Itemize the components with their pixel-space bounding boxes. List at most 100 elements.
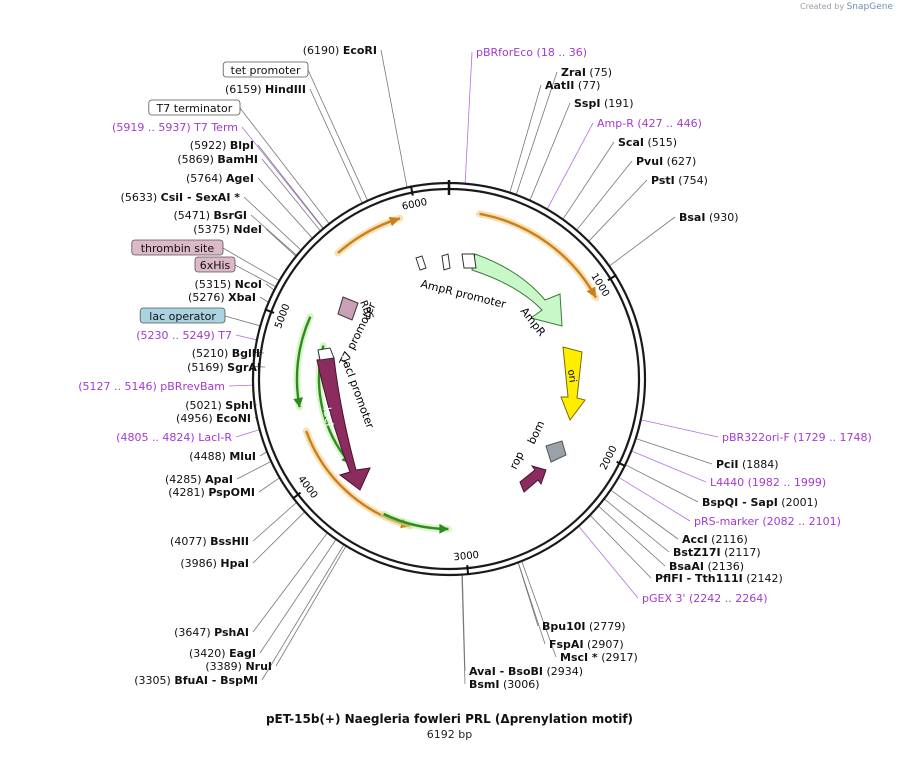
feature-box [139, 307, 226, 324]
site-zrai[interactable]: ZraI (75) [561, 66, 612, 79]
feature-label: (5127 .. 5146) pBRrevBam [78, 380, 225, 393]
green-arc-lower-glow [380, 510, 452, 533]
enzyme-label: ZraI (75) [561, 66, 612, 79]
site-thrombin-site[interactable]: thrombin site [131, 239, 224, 256]
site-hpai[interactable]: (3986) HpaI [180, 557, 249, 570]
site-pflfi-tth111i[interactable]: PflFI - Tth111I (2142) [655, 572, 783, 585]
small-promoter-arrow-2 [441, 253, 451, 271]
feature-label: (5919 .. 5937) T7 Term [112, 121, 238, 134]
site-pbrrevbam[interactable]: (5127 .. 5146) pBRrevBam [78, 380, 225, 393]
site-econi[interactable]: (4956) EcoNI [176, 412, 251, 425]
site-scai[interactable]: ScaI (515) [618, 136, 677, 149]
laci-promoter-arrow [317, 347, 335, 361]
site-lac-operator[interactable]: lac operator [139, 307, 226, 324]
site-bstz17i[interactable]: BstZ17I (2117) [673, 546, 761, 559]
site-fspai[interactable]: FspAI (2907) [549, 638, 624, 651]
site-mlui[interactable]: (4488) MluI [189, 450, 256, 463]
enzyme-label: (3647) PshAI [174, 626, 249, 639]
site-prs-marker[interactable]: pRS-marker (2082 .. 2101) [694, 515, 841, 528]
leader-line [515, 71, 558, 195]
enzyme-label: (5633) CsiI - SexAI * [121, 191, 241, 204]
site-hindiii[interactable]: (6159) HindIII [225, 83, 306, 96]
site-pcii[interactable]: PciI (1884) [716, 458, 779, 471]
site-tet-promoter[interactable]: tet promoter [222, 61, 309, 78]
site-pbr322ori-f[interactable]: pBR322ori-F (1729 .. 1748) [722, 431, 872, 444]
site-agei[interactable]: (5764) AgeI [186, 172, 254, 185]
site-pgex-3[interactable]: pGEX 3' (2242 .. 2264) [642, 592, 768, 605]
feature-box [194, 256, 236, 273]
tick-mark [264, 308, 275, 314]
enzyme-label: PstI (754) [651, 174, 708, 187]
site-psti[interactable]: PstI (754) [651, 174, 708, 187]
ori-feature [560, 346, 586, 422]
leader-line [258, 477, 280, 493]
site-avai-bsobi[interactable]: AvaI - BsoBI (2934) [469, 665, 583, 678]
site-bsmi[interactable]: BsmI (3006) [469, 678, 540, 691]
bom-label: bom [525, 419, 547, 447]
enzyme-label: FspAI (2907) [549, 638, 624, 651]
site-csii-sexai[interactable]: (5633) CsiI - SexAI * [121, 191, 241, 204]
site-bamhi[interactable]: (5869) BamHI [177, 153, 258, 166]
leader-line [521, 560, 557, 658]
site-laci-r[interactable]: (4805 .. 4824) LacI-R [116, 431, 232, 444]
site-sgrai[interactable]: (5169) SgrAI [187, 361, 261, 374]
site-l4440[interactable]: L4440 (1982 .. 1999) [710, 476, 826, 489]
site-bpu10i[interactable]: Bpu10I (2779) [542, 620, 626, 633]
leader-line [625, 464, 699, 503]
site-bsai[interactable]: BsaI (930) [679, 211, 739, 224]
site-bsshii[interactable]: (4077) BssHII [170, 535, 249, 548]
feature-label: pBR322ori-F (1729 .. 1748) [722, 431, 872, 444]
leader-line [275, 545, 347, 667]
leader-line [235, 334, 258, 341]
site-sphi[interactable]: (5021) SphI [185, 399, 253, 412]
site-nrui[interactable]: (3389) NruI [205, 660, 272, 673]
enzyme-label: (5922) BlpI [190, 139, 254, 152]
site-bsaai[interactable]: BsaAI (2136) [669, 560, 744, 573]
snapgene-watermark: Created by SnapGene [800, 2, 893, 12]
site-acci[interactable]: AccI (2116) [682, 533, 748, 546]
rbs-cluster [337, 296, 359, 321]
enzyme-label: (4281) PspOMI [168, 486, 255, 499]
site-ndei[interactable]: (5375) NdeI [193, 223, 262, 236]
leader-line [546, 122, 594, 210]
site-pvui[interactable]: PvuI (627) [636, 155, 696, 168]
leader-line [224, 315, 261, 327]
site-pspomi[interactable]: (4281) PspOMI [168, 486, 255, 499]
leader-line [635, 438, 713, 465]
backbone-outer [251, 181, 647, 577]
site-t7-terminator[interactable]: T7 terminator [148, 99, 241, 116]
site-bglii[interactable]: (5210) BglII [192, 347, 260, 360]
site-ncoi[interactable]: (5315) NcoI [195, 278, 262, 291]
site-t7-term[interactable]: (5919 .. 5937) T7 Term [112, 121, 238, 134]
tick-mark [409, 185, 414, 196]
laci-promoter-label: lacI promoter [339, 357, 377, 431]
site-xbai[interactable]: (5276) XbaI [188, 291, 256, 304]
site-t7[interactable]: (5230 .. 5249) T7 [136, 329, 232, 342]
enzyme-label: AatII (77) [545, 79, 600, 92]
site-amp-r[interactable]: Amp-R (427 .. 446) [597, 117, 702, 130]
plasmid-backbone [251, 180, 647, 577]
site-bsrgi[interactable]: (5471) BsrGI [173, 209, 247, 222]
site-bspqi-sapi[interactable]: BspQI - SapI (2001) [702, 496, 818, 509]
enzyme-label: (4488) MluI [189, 450, 256, 463]
site-6xhis[interactable]: 6xHis [194, 256, 236, 273]
site-eagi[interactable]: (3420) EagI [189, 647, 256, 660]
site-bfuai-bspmi[interactable]: (3305) BfuAI - BspMI [134, 674, 258, 687]
enzyme-label: AccI (2116) [682, 533, 748, 546]
feature-label: pBRforEco (18 .. 36) [476, 46, 587, 59]
leader-line [252, 502, 297, 542]
site-labels: (6190) EcoRI tet promoter (6159) HindIII T7… [78, 44, 872, 691]
feature-label: T7 terminator [156, 102, 233, 115]
leader-line [598, 505, 666, 567]
site-msci[interactable]: MscI * (2917) [560, 651, 638, 664]
site-aatii[interactable]: AatII (77) [545, 79, 600, 92]
site-pshai[interactable]: (3647) PshAI [174, 626, 249, 639]
site-sspi[interactable]: SspI (191) [574, 97, 634, 110]
site-apai[interactable]: (4285) ApaI [165, 473, 233, 486]
site-ecori[interactable]: (6190) EcoRI [303, 44, 377, 57]
leader-line [618, 476, 691, 522]
leader-line [589, 514, 652, 579]
site-pbrforeco[interactable]: pBRforEco (18 .. 36) [476, 46, 587, 59]
site-blpi[interactable]: (5922) BlpI [190, 139, 254, 152]
